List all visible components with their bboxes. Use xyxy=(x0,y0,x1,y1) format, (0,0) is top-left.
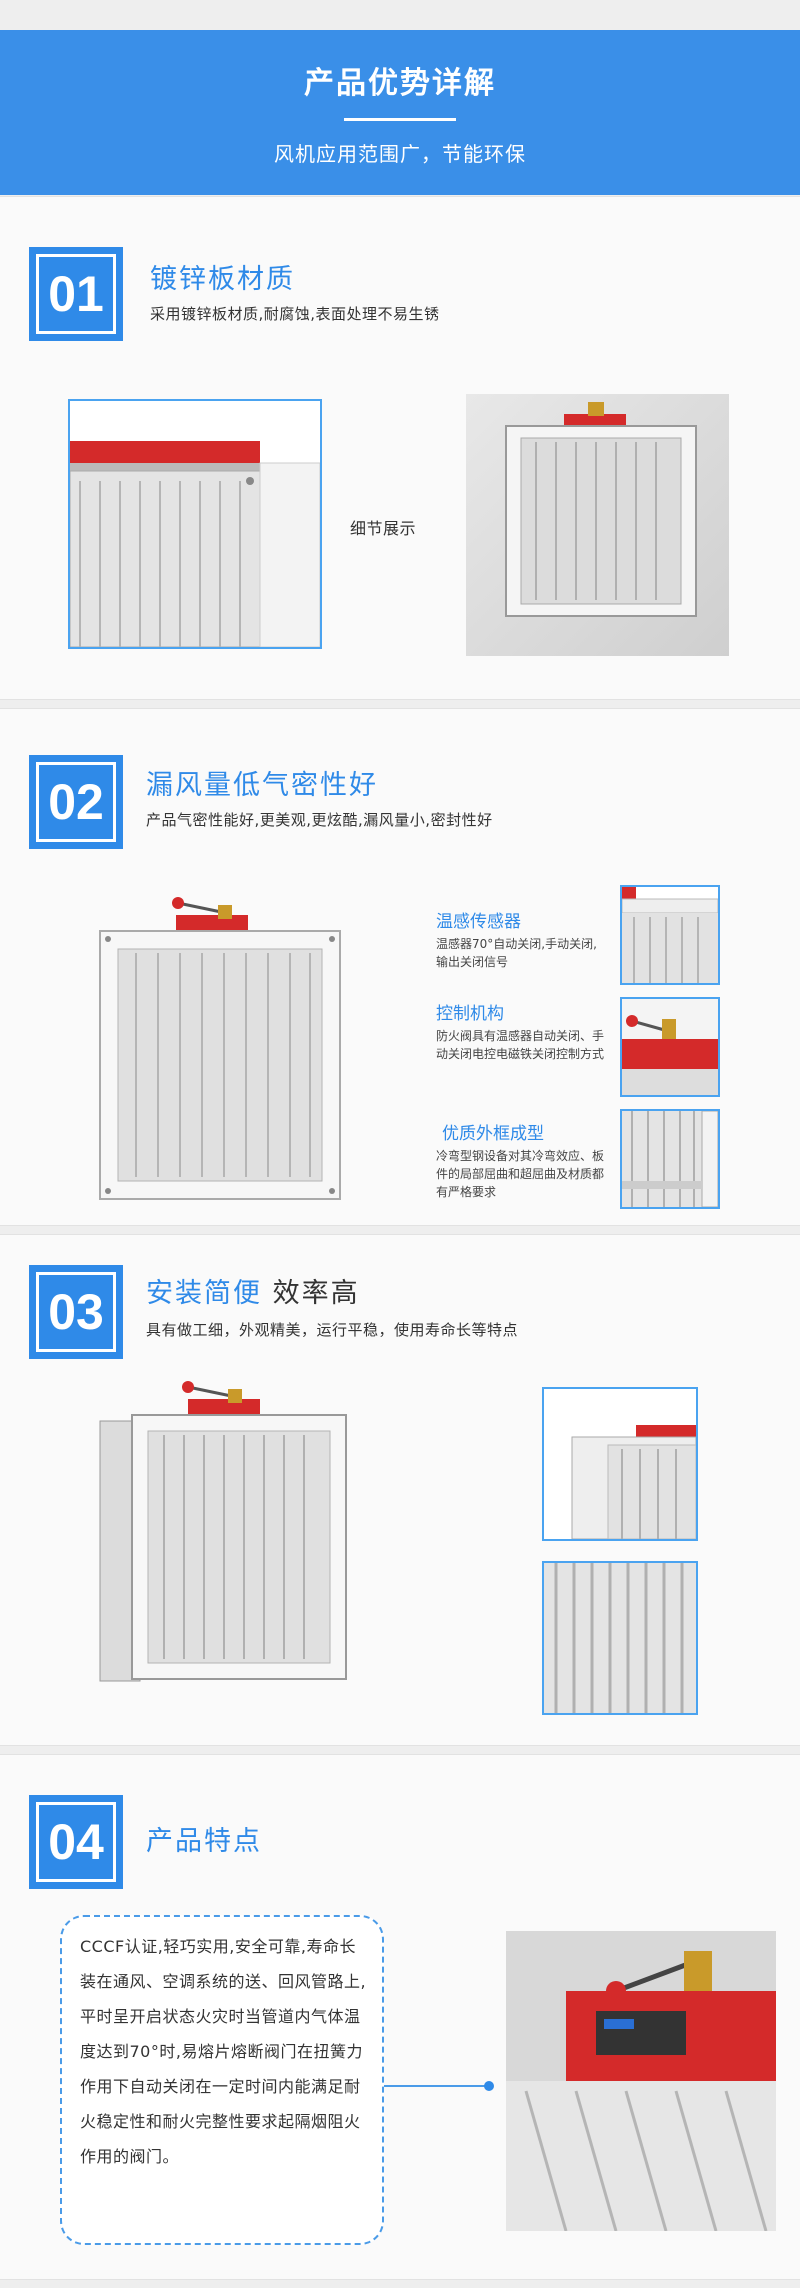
section-number-badge: 01 xyxy=(29,247,123,341)
install-closeup-image-bottom xyxy=(542,1561,698,1715)
section-features: 04 产品特点 CCCF认证,轻巧实用,安全可靠,寿命长装在通风、空调系统的送、… xyxy=(0,1754,800,2280)
page-title: 产品优势详解 xyxy=(304,66,496,101)
install-closeup-image-top xyxy=(542,1387,698,1541)
section-subtitle: 采用镀锌板材质,耐腐蚀,表面处理不易生锈 xyxy=(150,305,440,323)
section-subtitle: 产品气密性能好,更美观,更炫酷,漏风量小,密封性好 xyxy=(146,811,493,829)
section-title: 安装简便 效率高 xyxy=(146,1271,360,1310)
feature-text-sensor: 温感器70°自动关闭,手动关闭,输出关闭信号 xyxy=(436,937,597,969)
damper-product-image xyxy=(466,394,729,656)
section-title: 漏风量低气密性好 xyxy=(146,770,378,801)
feature-text-control: 防火阀具有温感器自动关闭、手动关闭电控电磁铁关闭控制方式 xyxy=(436,1029,605,1061)
title-divider xyxy=(344,118,456,121)
section-title: 镀锌板材质 xyxy=(150,264,295,295)
section-number-badge: 04 xyxy=(29,1795,123,1889)
description-box: CCCF认证,轻巧实用,安全可靠,寿命长装在通风、空调系统的送、回风管路上,平时… xyxy=(60,1915,384,2245)
sensor-closeup-image xyxy=(620,885,720,985)
product-description: CCCF认证,轻巧实用,安全可靠,寿命长装在通风、空调系统的送、回风管路上,平时… xyxy=(80,1937,367,2166)
feature-title-control: 控制机构 xyxy=(436,1004,504,1024)
control-closeup-image xyxy=(620,997,720,1097)
damper-front-image xyxy=(98,877,348,1217)
section-number-badge: 03 xyxy=(29,1265,123,1359)
feature-title-sensor: 温感传感器 xyxy=(436,912,521,932)
section-title-dark: 效率高 xyxy=(272,1278,360,1309)
feature-text-frame: 冷弯型钢设备对其冷弯效应、板件的局部屈曲和超屈曲及材质都有严格要求 xyxy=(436,1149,605,1199)
section-subtitle: 具有做工细，外观精美，运行平稳，使用寿命长等特点 xyxy=(146,1321,519,1339)
section-title-blue: 安装简便 xyxy=(146,1278,262,1309)
page-header: 产品优势详解 风机应用范围广，节能环保 xyxy=(0,30,800,195)
detail-closeup-image xyxy=(68,399,322,649)
section-title: 产品特点 xyxy=(146,1826,262,1857)
detail-label: 细节展示 xyxy=(350,519,417,538)
page-subtitle: 风机应用范围广，节能环保 xyxy=(274,142,526,166)
section-galvanized: 01 镀锌板材质 采用镀锌板材质,耐腐蚀,表面处理不易生锈 细节展示 xyxy=(0,196,800,700)
actuator-closeup-image xyxy=(506,1931,776,2231)
section-number-badge: 02 xyxy=(29,755,123,849)
damper-angle-image xyxy=(96,1365,356,1695)
frame-closeup-image xyxy=(620,1109,720,1209)
connector-line xyxy=(384,2085,488,2087)
feature-title-frame: 优质外框成型 xyxy=(442,1124,544,1144)
connector-dot xyxy=(484,2081,494,2091)
section-install: 03 安装简便 效率高 具有做工细，外观精美，运行平稳，使用寿命长等特点 xyxy=(0,1234,800,1746)
section-airtight: 02 漏风量低气密性好 产品气密性能好,更美观,更炫酷,漏风量小,密封性好 温感… xyxy=(0,708,800,1226)
